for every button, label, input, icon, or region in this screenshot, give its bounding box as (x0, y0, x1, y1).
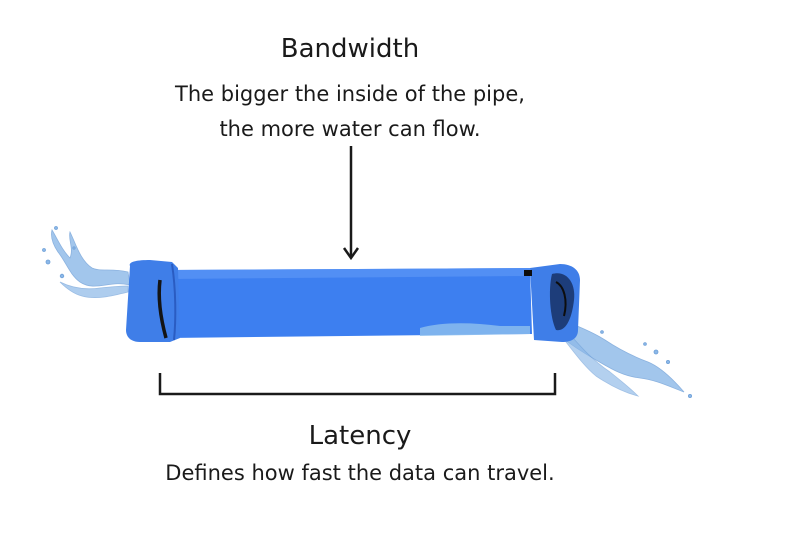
latency-title: Latency (308, 421, 412, 451)
pipe (126, 260, 580, 342)
bandwidth-arrow (342, 146, 360, 261)
bandwidth-description-line-1: The bigger the inside of the pipe, (175, 82, 525, 106)
right-water-splash (559, 317, 693, 398)
left-water-splash (42, 226, 131, 299)
latency-description: Defines how fast the data can travel. (165, 461, 555, 485)
latency-bracket (158, 373, 557, 396)
bandwidth-title: Bandwidth (280, 34, 420, 64)
bandwidth-description-line-2: the more water can flow. (219, 117, 481, 141)
